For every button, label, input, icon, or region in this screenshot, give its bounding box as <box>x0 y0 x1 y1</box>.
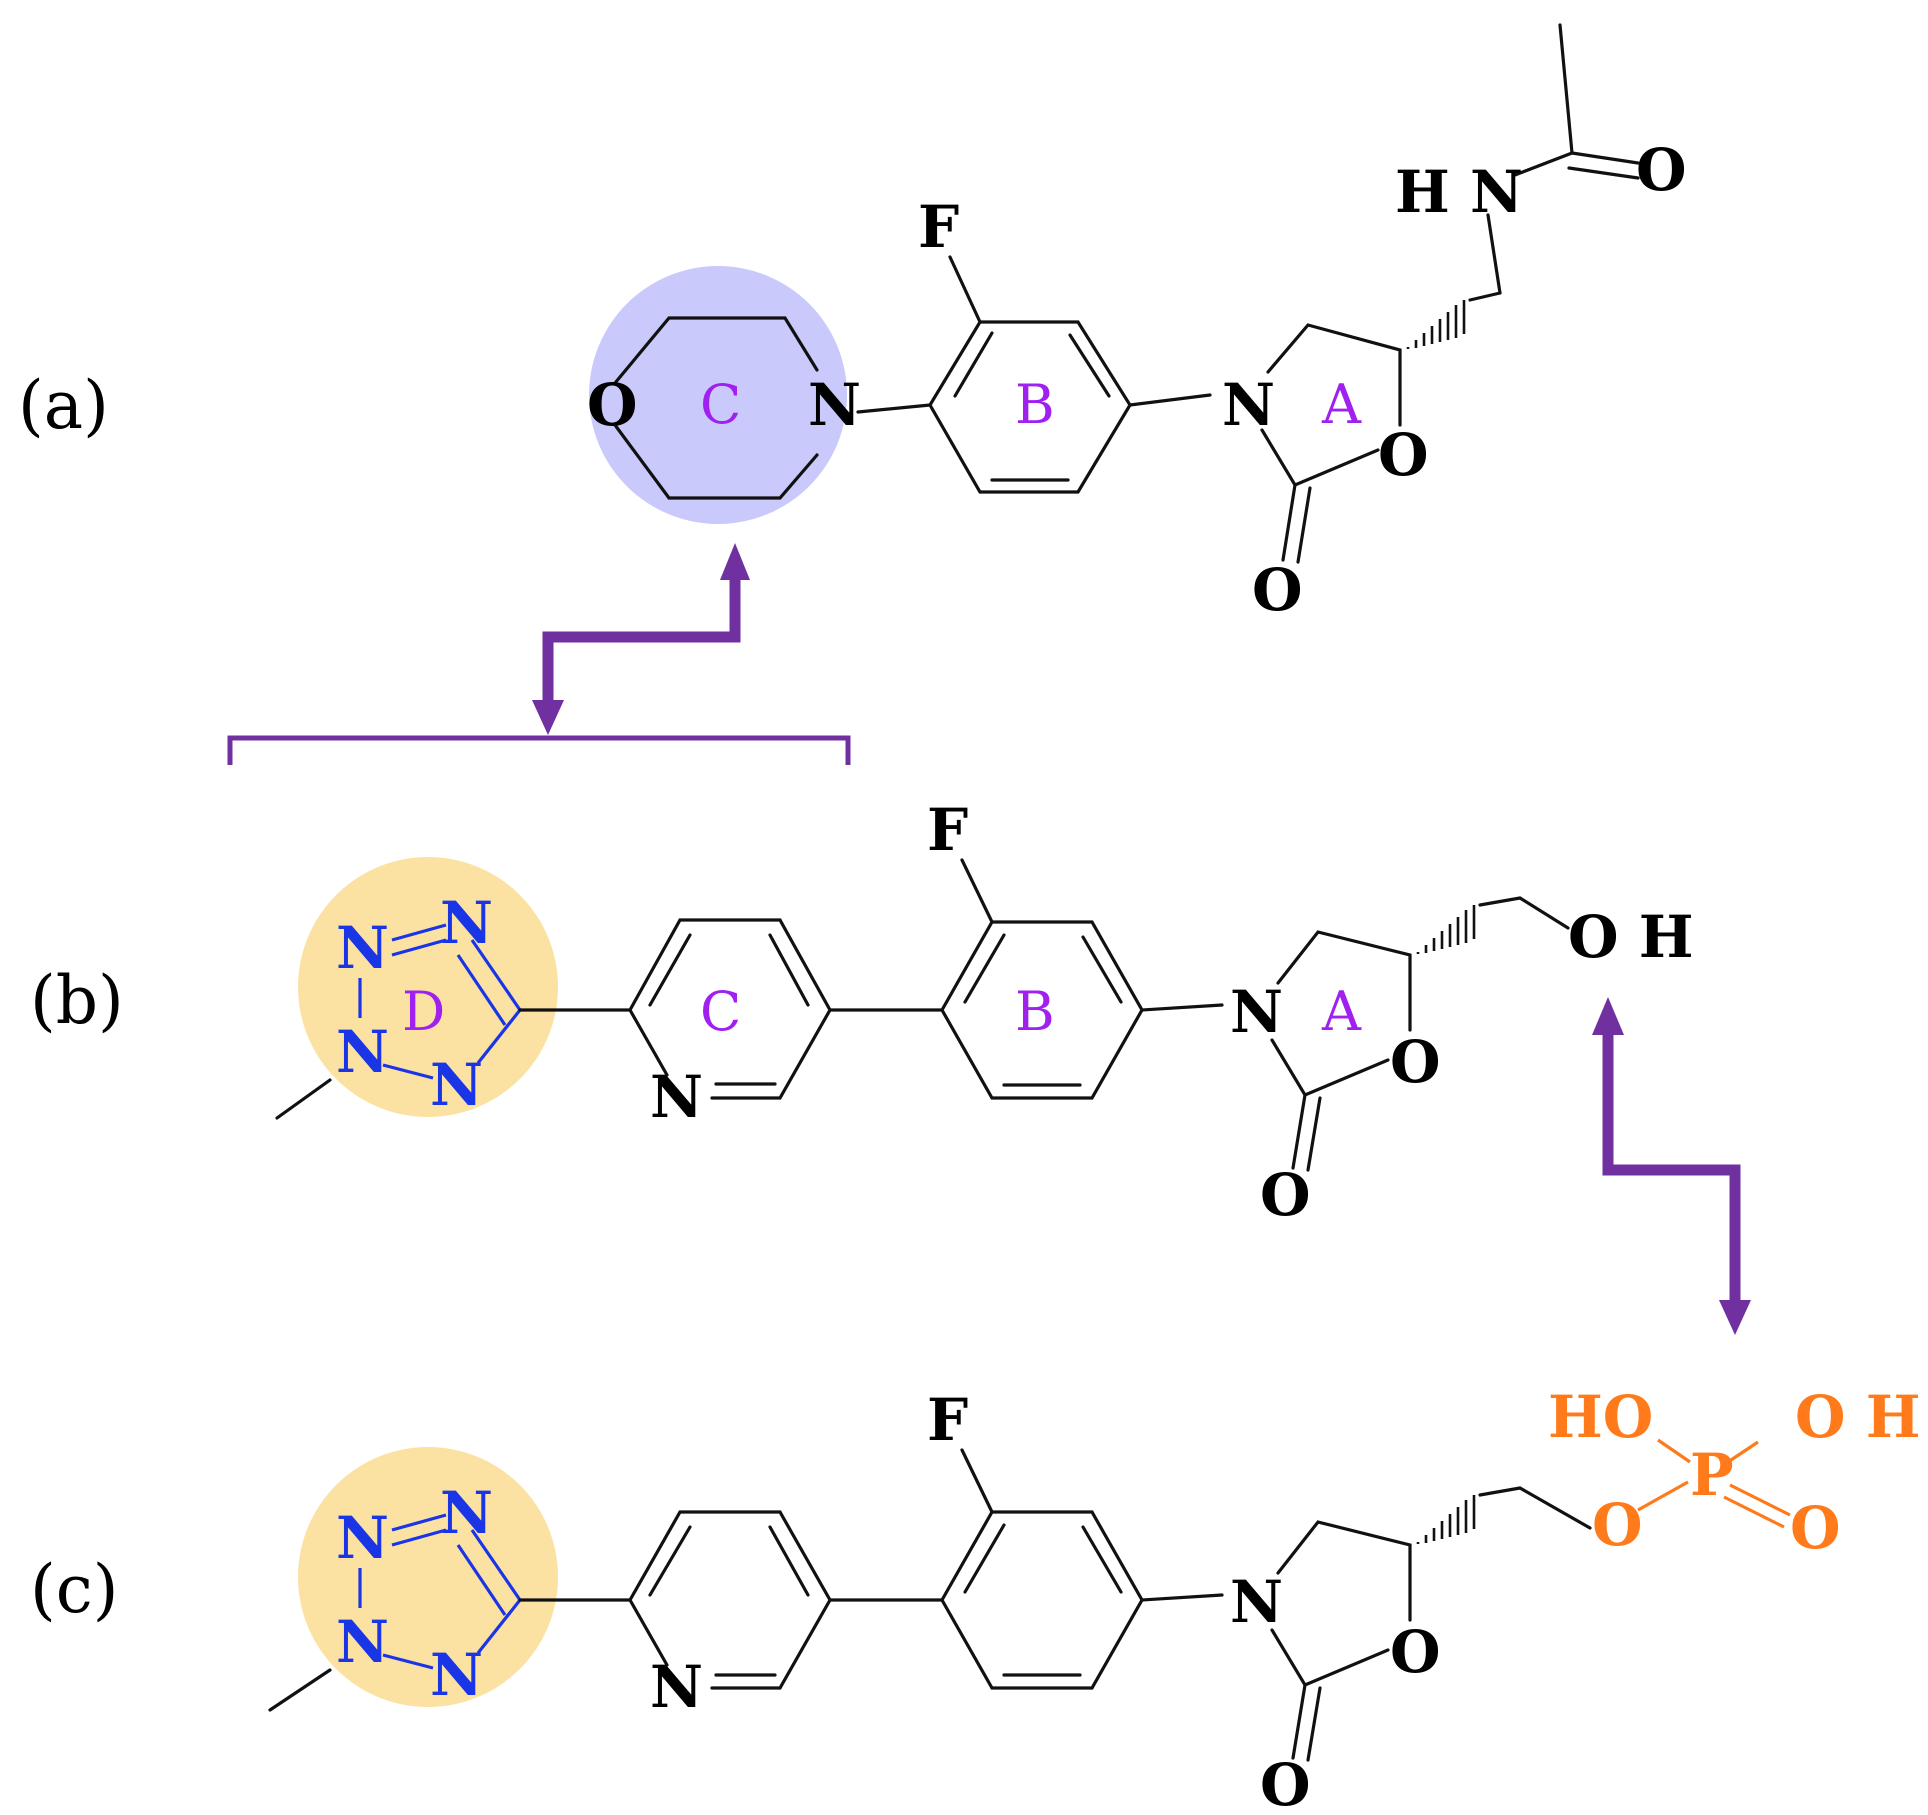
ring-label-d-b: D <box>402 980 445 1043</box>
ring-label-b-a: B <box>1015 373 1055 436</box>
atom-n-pyridine-b: N <box>650 1063 703 1131</box>
atom-n-oxazolidinone-a: N <box>1222 371 1275 439</box>
atom-o-carbonyl-b: O <box>1260 1161 1311 1229</box>
atom-n3-tetrazole-c: N <box>336 1608 389 1676</box>
atom-nh-a: H N <box>1395 158 1523 226</box>
panel-label-b: (b) <box>30 962 124 1039</box>
molecule-b-bonds <box>275 858 1570 1172</box>
atom-n-pyridine-c: N <box>650 1653 703 1721</box>
atom-n-oxazolidinone-c: N <box>1230 1568 1283 1636</box>
bracket <box>227 735 851 765</box>
ring-label-c-b: C <box>700 980 741 1043</box>
atom-o-ring-b: O <box>1390 1028 1441 1096</box>
atom-f-c: F <box>927 1386 968 1454</box>
stereo-hashed-wedge-b <box>1416 905 1476 954</box>
atom-oh-phosphate: O H <box>1795 1383 1921 1451</box>
atom-o-carbonyl-c: O <box>1260 1751 1311 1815</box>
atom-n2-tetrazole-b: N <box>336 914 389 982</box>
connector-arrow-bc <box>1592 997 1751 1335</box>
ring-labels-b: D C B A <box>402 980 1362 1043</box>
molecule-b-atoms: N N N N N F N O O O H <box>336 796 1694 1229</box>
panel-label-a: (a) <box>18 367 109 444</box>
ring-label-c-a: C <box>700 373 741 436</box>
atom-o-carbonyl-a: O <box>1252 556 1303 624</box>
atom-n3-tetrazole-b: N <box>336 1018 389 1086</box>
atom-n1-tetrazole-c: N <box>440 1479 493 1547</box>
atom-n1-tetrazole-b: N <box>440 889 493 957</box>
atom-o-ring-c: O <box>1390 1618 1441 1686</box>
ring-label-a-b: A <box>1321 980 1362 1043</box>
atom-ho-phosphate: HO <box>1548 1383 1653 1451</box>
ring-label-b-b: B <box>1015 980 1055 1043</box>
atom-p-phosphate: P <box>1690 1441 1734 1509</box>
morpholine-highlight <box>589 266 847 524</box>
molecule-c-bonds <box>268 1438 1791 1762</box>
molecule-a-bonds <box>613 23 1640 564</box>
atom-f-b: F <box>927 796 968 864</box>
atom-n-morpholine-a: N <box>808 371 861 439</box>
stereo-hashed-wedge-c <box>1416 1495 1476 1544</box>
atom-n-oxazolidinone-b: N <box>1230 978 1283 1046</box>
atom-o-acetyl-a: O <box>1636 136 1687 204</box>
molecule-c-atoms: N N N N N F N O O HO O H P O O <box>336 1383 1921 1815</box>
atom-n4-tetrazole-b: N <box>430 1051 483 1119</box>
atom-o-morpholine-a: O <box>587 371 638 439</box>
connector-arrow-ab <box>227 543 851 765</box>
tetrazole-highlight-c <box>298 1447 558 1707</box>
atom-f-a: F <box>918 193 959 261</box>
atom-o-ester-phosphate: O <box>1592 1491 1643 1559</box>
molecule-a-atoms: O N F N O O H N O <box>587 136 1687 624</box>
atom-oh-b: O H <box>1568 903 1694 971</box>
ring-labels-a: C B A <box>700 373 1362 436</box>
atom-n2-tetrazole-c: N <box>336 1504 389 1572</box>
atom-o-double-phosphate: O <box>1790 1494 1841 1562</box>
tetrazole-highlight-b <box>298 857 558 1117</box>
panel-label-c: (c) <box>30 1551 118 1628</box>
stereo-hashed-wedge-a <box>1406 300 1466 349</box>
atom-n4-tetrazole-c: N <box>430 1641 483 1709</box>
ring-label-a-a: A <box>1321 373 1362 436</box>
atom-o-ring-a: O <box>1378 421 1429 489</box>
